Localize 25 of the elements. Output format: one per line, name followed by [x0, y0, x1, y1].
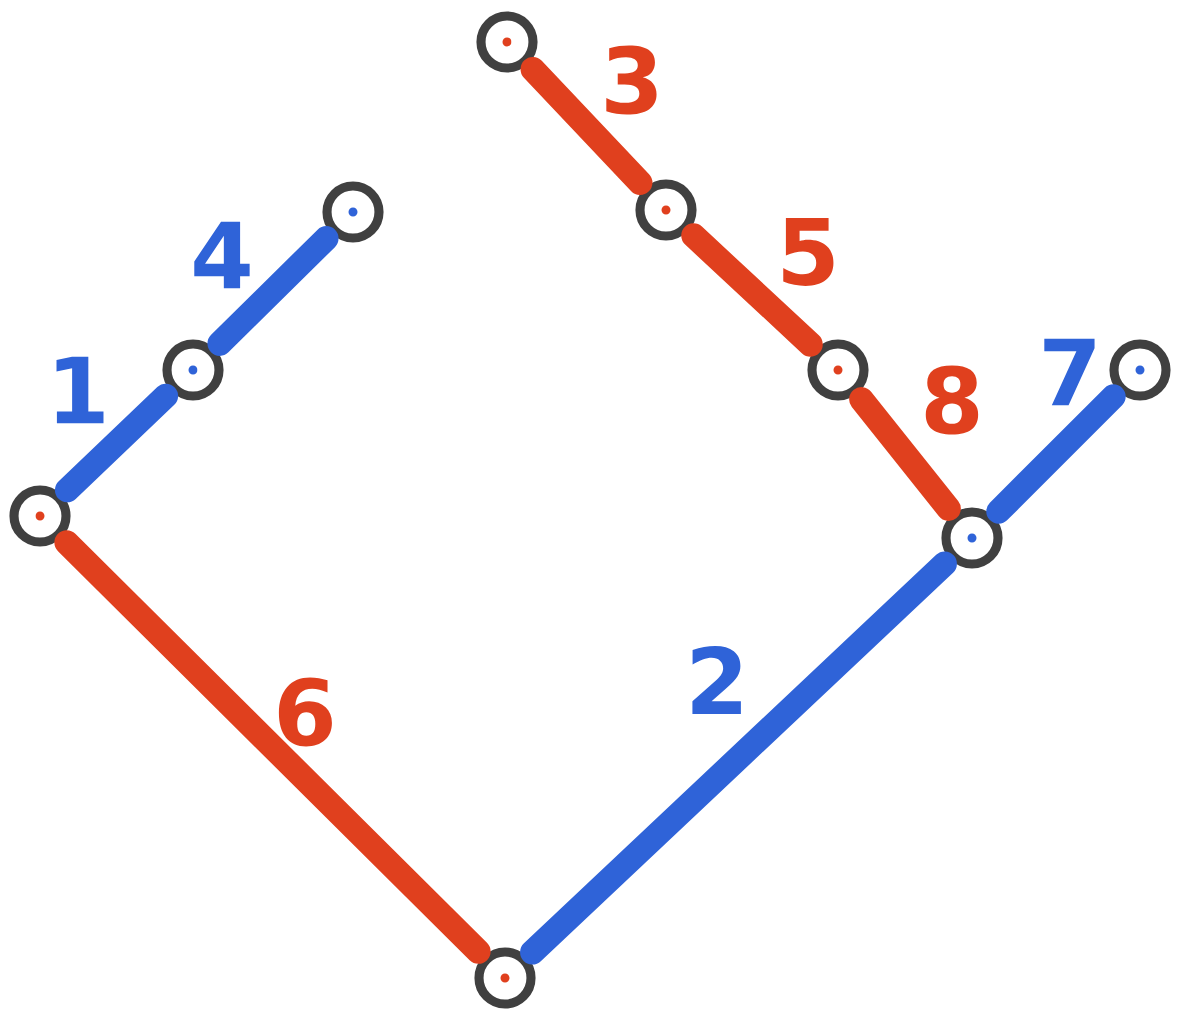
connector-bar: [520, 57, 653, 195]
connector-bar: [54, 383, 179, 503]
edge-label: 2: [692, 646, 741, 714]
connector-bar: [681, 223, 823, 357]
connector-bar: [207, 226, 339, 356]
ring-node: [1109, 339, 1171, 401]
edge-label: 1: [56, 356, 104, 424]
edge-label: 3: [606, 45, 657, 115]
ring-node: [941, 507, 1003, 569]
ring-node: [635, 179, 697, 241]
edge-label: 8: [925, 365, 979, 435]
connector-bar: [520, 551, 957, 965]
connector-bar: [986, 384, 1126, 524]
ring-node: [162, 339, 224, 401]
connector-bar: [54, 530, 491, 964]
connector-bar: [849, 387, 961, 521]
ring-node: [474, 947, 536, 1009]
ring-node: [322, 181, 384, 243]
ring-node: [9, 485, 71, 547]
edge-label: 6: [278, 677, 332, 747]
edge-label: 5: [783, 218, 834, 286]
edge-label: 7: [1044, 338, 1095, 406]
ring-node: [807, 339, 869, 401]
edge-label: 4: [194, 221, 250, 289]
ring-node: [476, 11, 538, 73]
